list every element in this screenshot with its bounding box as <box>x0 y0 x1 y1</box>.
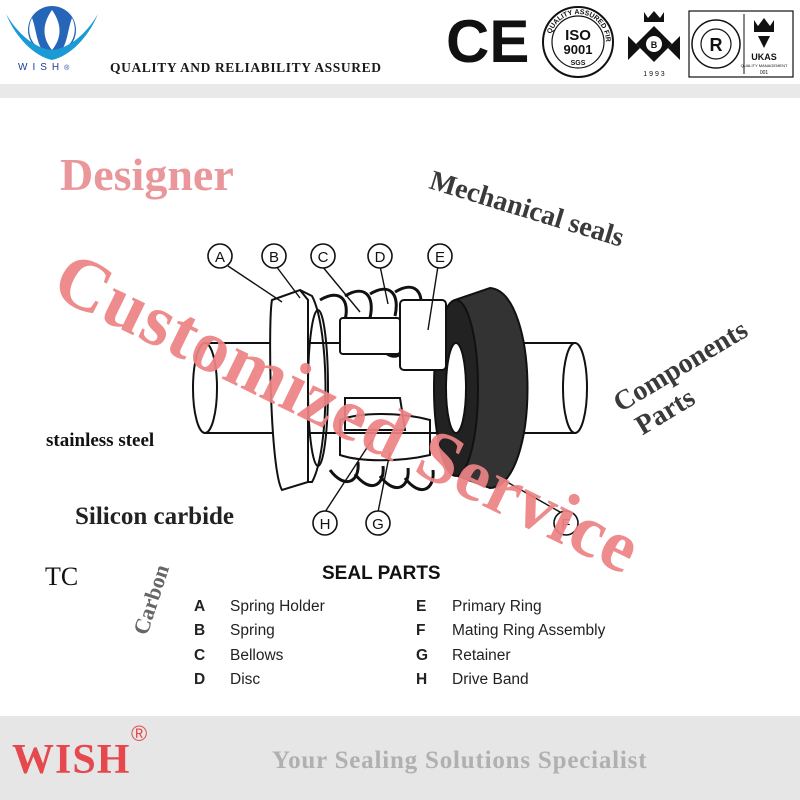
callout-g: G <box>365 510 391 536</box>
callout-h: H <box>312 510 338 536</box>
ce-mark-icon: CE <box>446 10 529 68</box>
primary-ring <box>399 299 447 371</box>
svg-text:E: E <box>435 249 445 266</box>
svg-text:1 9 9 3: 1 9 9 3 <box>643 71 665 78</box>
logo-text: WISH® <box>18 62 70 73</box>
callout-a: A <box>207 243 233 269</box>
callout-c: C <box>310 243 336 269</box>
header-divider-band <box>0 84 800 98</box>
callout-e: E <box>427 243 453 269</box>
svg-text:D: D <box>375 249 386 266</box>
svg-text:G: G <box>372 516 384 533</box>
svg-text:9001: 9001 <box>564 42 593 57</box>
callout-labels: A B C D E F G H <box>207 243 579 536</box>
crown-emblem-icon: B 1 9 9 3 <box>628 11 680 78</box>
svg-text:001: 001 <box>760 70 769 76</box>
svg-text:QUALITY MANAGEMENT: QUALITY MANAGEMENT <box>741 63 788 68</box>
iso-9001-seal-icon: QUALITY ASSURED FIRM ISO 9001 SGS <box>540 4 614 78</box>
header-bar: WISH® QUALITY AND RELIABILITY ASSURED CE… <box>0 0 800 84</box>
svg-text:UKAS: UKAS <box>751 52 777 62</box>
wish-logo-icon <box>6 6 98 60</box>
tagline: QUALITY AND RELIABILITY ASSURED <box>110 60 382 75</box>
svg-text:C: C <box>318 249 329 266</box>
designer-text: Designer <box>60 149 234 200</box>
svg-text:F: F <box>561 516 570 533</box>
ukas-certification-icon: R UKAS QUALITY MANAGEMENT 001 <box>688 10 794 78</box>
svg-text:H: H <box>320 516 331 533</box>
seal-parts-title: SEAL PARTS <box>322 563 441 584</box>
spring-holder <box>269 288 309 492</box>
svg-text:CE: CE <box>446 10 529 68</box>
callout-b: B <box>261 243 287 269</box>
registered-mark-icon: ® <box>131 721 148 746</box>
footer-bar: WISH ® Your Sealing Solutions Specialist <box>0 716 800 800</box>
footer-slogan: Your Sealing Solutions Specialist <box>272 747 648 774</box>
svg-text:ISO: ISO <box>565 27 591 44</box>
svg-text:A: A <box>215 249 225 266</box>
svg-text:B: B <box>269 249 279 266</box>
svg-text:SGS: SGS <box>571 60 586 67</box>
callout-d: D <box>367 243 393 269</box>
tc-text: TC <box>45 562 79 591</box>
shaft-end-right <box>562 342 588 434</box>
svg-text:R: R <box>710 35 723 55</box>
svg-text:B: B <box>651 40 658 50</box>
footer-brand: WISH <box>12 737 131 783</box>
silicon-carbide-text: Silicon carbide <box>75 503 235 530</box>
callout-f: F <box>553 510 579 536</box>
shaft-end-left <box>192 342 218 434</box>
stainless-steel-text: stainless steel <box>46 430 155 451</box>
